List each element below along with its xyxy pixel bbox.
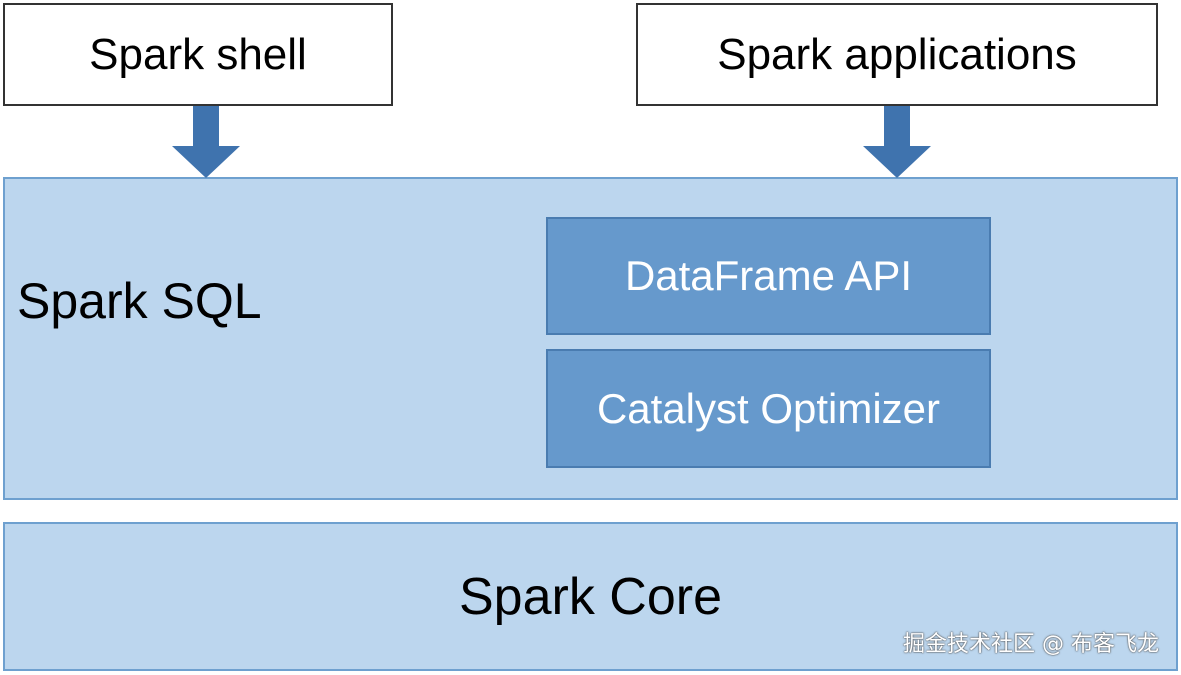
- dataframe-api-label: DataFrame API: [624, 252, 913, 299]
- spark-shell-box: Spark shell: [3, 3, 393, 106]
- dataframe-api-box: DataFrame API: [546, 217, 991, 335]
- spark-shell-label: Spark shell: [89, 29, 307, 79]
- watermark: 掘金技术社区 @ 布客飞龙: [903, 632, 1159, 657]
- catalyst-optimizer-label: Catalyst Optimizer: [596, 384, 941, 432]
- spark-applications-label: Spark applications: [717, 29, 1077, 79]
- catalyst-optimizer-box: Catalyst Optimizer: [546, 349, 991, 468]
- spark-applications-box: Spark applications: [636, 3, 1158, 106]
- down-arrow-icon: [863, 106, 931, 178]
- spark-core-label: Spark Core: [459, 567, 722, 626]
- spark-core-layer: Spark Core: [3, 522, 1178, 671]
- down-arrow-icon: [172, 106, 240, 178]
- spark-sql-label: Spark SQL: [17, 273, 262, 329]
